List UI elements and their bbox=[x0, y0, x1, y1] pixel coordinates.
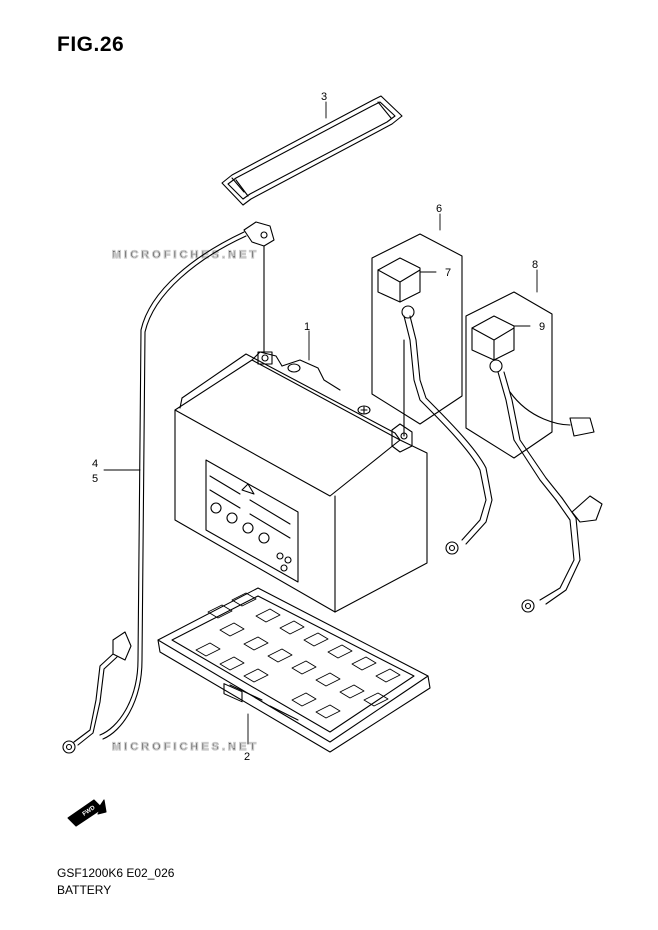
watermark-bottom: MICROFICHES.NET bbox=[112, 741, 259, 753]
negative-lead-wire bbox=[62, 221, 275, 754]
callout-2: 2 bbox=[244, 751, 250, 763]
battery-tray bbox=[157, 587, 431, 753]
model-code: GSF1200K6 E02_026 bbox=[57, 866, 175, 880]
callout-5: 5 bbox=[92, 473, 98, 485]
forward-arrow-icon bbox=[67, 799, 107, 827]
callout-9: 9 bbox=[539, 321, 545, 333]
battery-strap bbox=[221, 95, 403, 206]
section-name: BATTERY bbox=[57, 883, 112, 897]
positive-lead-kit-box bbox=[371, 233, 493, 555]
callout-7: 7 bbox=[445, 267, 451, 279]
callout-4: 4 bbox=[92, 458, 98, 470]
watermark-top: MICROFICHES.NET bbox=[112, 249, 259, 261]
callout-1: 1 bbox=[304, 321, 310, 333]
sub-lead-kit-box bbox=[465, 291, 603, 613]
callout-8: 8 bbox=[532, 259, 538, 271]
callout-6: 6 bbox=[436, 203, 442, 215]
callout-3: 3 bbox=[321, 91, 327, 103]
battery bbox=[174, 339, 428, 613]
figure-title: FIG.26 bbox=[57, 33, 125, 56]
